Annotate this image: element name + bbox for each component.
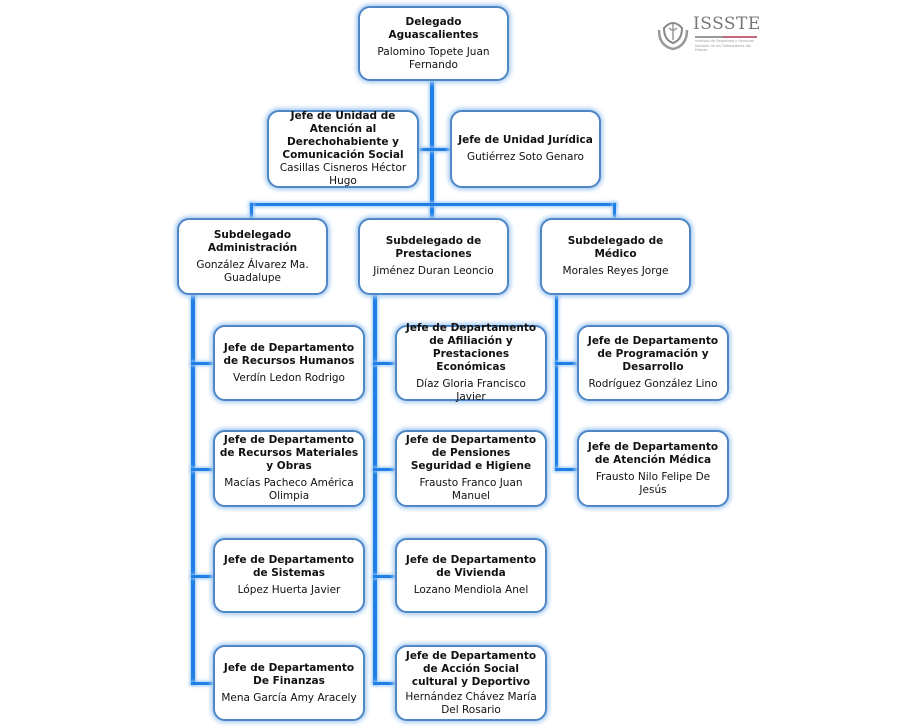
box-name: Lozano Mendiola Anel	[413, 584, 529, 596]
box-title: Jefe de Departamento de Atención Médica	[587, 440, 719, 466]
org-box-unidad-atencion: Jefe de Unidad de Atención al Derechohab…	[267, 110, 419, 188]
box-title: Jefe de Departamento de Acción Social cu…	[405, 649, 537, 688]
box-name: Frausto Nilo Felipe De Jesús	[595, 470, 711, 496]
box-name: Rodríguez González Lino	[588, 378, 718, 390]
org-box-sistemas: Jefe de Departamento de Sistemas López H…	[213, 538, 365, 613]
org-box-finanzas: Jefe de Departamento De Finanzas Mena Ga…	[213, 645, 365, 721]
box-name: Morales Reyes Jorge	[562, 265, 669, 277]
issste-logo: ISSSTE Instituto de Seguridad y Servicio…	[655, 14, 760, 56]
box-title: Subdelegado de Médico	[567, 235, 664, 260]
box-title: Jefe de Unidad de Atención al Derechohab…	[282, 110, 404, 161]
box-title: Jefe de Departamento de Sistemas	[223, 554, 355, 579]
connector	[613, 203, 616, 218]
connector	[191, 362, 213, 365]
box-title: Jefe de Unidad Jurídica	[458, 134, 593, 146]
box-name: Casillas Cisneros Héctor Hugo	[279, 162, 407, 187]
box-title: Jefe de Departamento de Recursos Humanos	[223, 341, 355, 367]
org-box-subdelegado-administracion: Subdelegado Administración González Álva…	[177, 218, 328, 295]
box-title: Jefe de Departamento de Vivienda	[405, 554, 537, 579]
box-title: Subdelegado Administración	[207, 228, 298, 254]
box-name: Verdín Ledon Rodrigo	[233, 371, 345, 384]
connector	[555, 468, 577, 471]
org-box-subdelegado-prestaciones: Subdelegado de Prestaciones Jiménez Dura…	[358, 218, 509, 295]
box-name: López Huerta Javier	[237, 584, 341, 596]
connector	[418, 148, 450, 151]
box-name: Frausto Franco Juan Manuel	[419, 477, 523, 502]
box-title: Jefe de Departamento de Programación y D…	[587, 335, 719, 373]
connector	[373, 682, 395, 685]
box-title: Jefe de Departamento de Recursos Materia…	[219, 434, 359, 472]
box-name: Mena García Amy Aracely	[221, 691, 357, 704]
org-box-afiliacion: Jefe de Departamento de Afiliación y Pre…	[395, 322, 547, 403]
connector	[250, 203, 616, 206]
box-title: Jefe de Departamento de Afiliación y Pre…	[405, 322, 537, 373]
connector	[373, 575, 395, 578]
box-name: Hernández Chávez María Del Rosario	[405, 690, 537, 716]
connector	[555, 362, 577, 365]
org-box-atencion-medica: Jefe de Departamento de Atención Médica …	[577, 430, 729, 507]
box-title: Subdelegado de Prestaciones	[385, 235, 482, 260]
box-title: Jefe de Departamento de Pensiones Seguri…	[405, 434, 537, 472]
box-title: Jefe de Departamento De Finanzas	[223, 661, 355, 687]
box-name: González Álvarez Ma. Guadalupe	[196, 258, 309, 284]
connector	[191, 682, 213, 685]
box-name: Díaz Gloria Francisco Javier	[416, 378, 526, 403]
org-box-vivienda: Jefe de Departamento de Vivienda Lozano …	[395, 538, 547, 613]
org-box-pensiones: Jefe de Departamento de Pensiones Seguri…	[395, 430, 547, 507]
org-box-programacion: Jefe de Departamento de Programación y D…	[577, 325, 729, 401]
issste-emblem-icon	[657, 22, 689, 51]
connector	[373, 468, 395, 471]
connector	[191, 468, 213, 471]
org-box-recursos-humanos: Jefe de Departamento de Recursos Humanos…	[213, 325, 365, 401]
box-title: Delegado Aguascalientes	[388, 15, 479, 41]
box-name: Gutiérrez Soto Genaro	[467, 151, 584, 163]
connector	[373, 294, 377, 684]
org-box-recursos-materiales: Jefe de Departamento de Recursos Materia…	[213, 430, 365, 507]
connector	[373, 362, 395, 365]
connector	[191, 575, 213, 578]
box-name: Macías Pacheco América Olimpia	[224, 477, 354, 502]
box-name: Palomino Topete Juan Fernando	[377, 45, 490, 71]
org-box-unidad-juridica: Jefe de Unidad Jurídica Gutiérrez Soto G…	[450, 110, 601, 188]
org-box-subdelegado-medico: Subdelegado de Médico Morales Reyes Jorg…	[540, 218, 691, 295]
connector	[191, 294, 195, 684]
box-name: Jiménez Duran Leoncio	[373, 265, 494, 277]
org-box-accion-social: Jefe de Departamento de Acción Social cu…	[395, 645, 547, 721]
connector	[555, 294, 558, 470]
org-box-delegado: Delegado Aguascalientes Palomino Topete …	[358, 6, 509, 81]
connector	[250, 203, 253, 218]
